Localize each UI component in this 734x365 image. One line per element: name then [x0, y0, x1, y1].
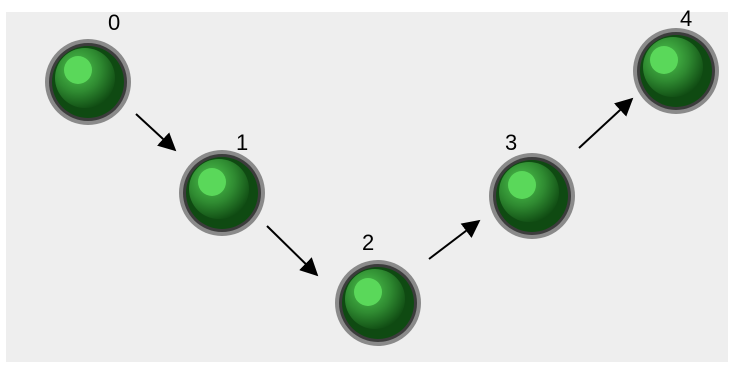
node-1-label: 1 — [236, 130, 248, 155]
edge-3-4-arrow — [578, 97, 634, 149]
edge-1-2-arrow — [266, 225, 319, 277]
node-4-label: 4 — [680, 6, 692, 31]
node-3[interactable]: 3 — [489, 130, 575, 239]
node-3-label: 3 — [505, 130, 517, 155]
edge-0-1-arrow — [135, 113, 177, 152]
edge-2-3-arrow — [428, 219, 481, 260]
node-4[interactable]: 4 — [633, 6, 719, 114]
node-0[interactable]: 0 — [45, 10, 131, 125]
node-1[interactable]: 1 — [179, 130, 265, 236]
node-0-label: 0 — [108, 10, 120, 35]
node-2-label: 2 — [362, 230, 374, 255]
node-2[interactable]: 2 — [335, 230, 421, 346]
